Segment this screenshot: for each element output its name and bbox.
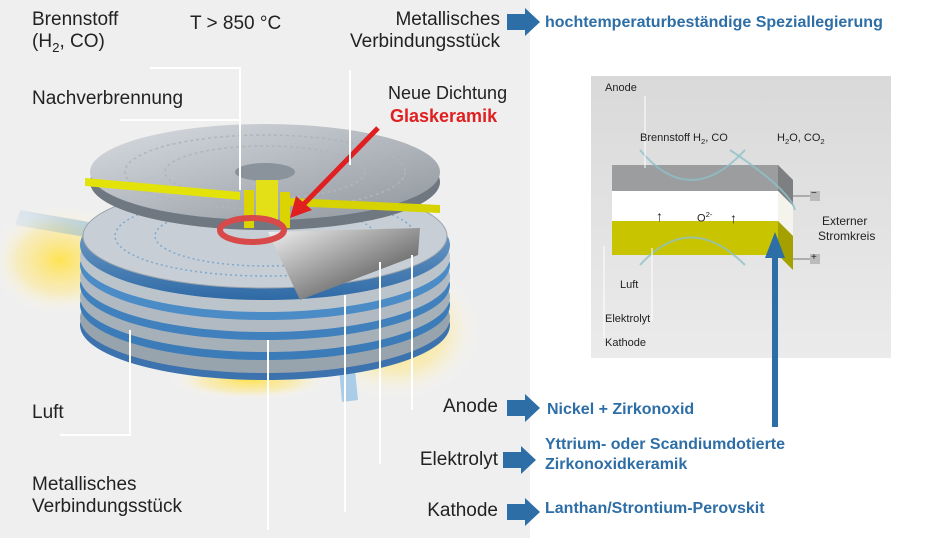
material-anode: Nickel + Zirkonoxid (547, 401, 695, 418)
inset-arrow-right: ↑ (730, 210, 737, 226)
fuel-beam-right (290, 198, 440, 213)
seal-pointer-line (298, 126, 380, 210)
inset-label-fuel: Brennstoff H2, CO (640, 132, 728, 146)
material-electrolyte-line1: Yttrium- oder Scandiumdotierte (545, 436, 786, 453)
material-cathode: Lanthan/Strontium-Perovskit (545, 500, 765, 517)
inset-electrolyte-layer (612, 191, 778, 221)
cutaway-wedge (268, 228, 420, 300)
plate-center-hole (235, 163, 295, 181)
leader-afterburning (120, 119, 241, 180)
label-air: Luft (32, 402, 64, 423)
inset-air-flow (639, 236, 746, 266)
label-fuel: Brennstoff (H2, CO) (32, 9, 118, 59)
label-fuel-sub: 2 (52, 39, 60, 55)
inset-arrow-left: ↑ (656, 208, 663, 224)
label-afterburning: Nachverbrennung (32, 88, 184, 109)
inset-label-oxygen-ion: O2- (697, 210, 712, 225)
inset-plus-sign: + (811, 252, 817, 263)
label-interconnect-bottom-line1: Metallisches (32, 474, 137, 495)
inset-fuel-pre: Brennstoff H (640, 132, 701, 144)
arrow-electrolyte[interactable] (503, 446, 536, 474)
label-cathode: Kathode (427, 500, 498, 521)
label-glass-ceramic: Glaskeramik (390, 106, 498, 126)
label-temperature: T > 850 °C (190, 13, 282, 34)
inset-fuel-flow (639, 149, 746, 181)
fuel-pillar (244, 190, 254, 228)
glass-ceramic-seal-ring (217, 215, 287, 245)
inset-fuel-post: , CO (705, 132, 728, 144)
inset-label-exhaust: H2O, CO2 (777, 132, 825, 146)
inset-minus-sign: − (811, 188, 817, 199)
label-seal: Neue Dichtung (388, 83, 508, 103)
label-interconnect-top-line1: Metallisches (395, 9, 500, 30)
leader-lines (60, 67, 413, 530)
material-electrolyte-line2: Zirkonoxidkeramik (545, 456, 688, 473)
label-interconnect-top: Metallisches Verbindungsstück (310, 9, 500, 53)
label-fuel-post: , CO) (59, 31, 105, 52)
inset-label-electrolyte: Elektrolyt (605, 313, 651, 325)
label-electrolyte: Elektrolyt (419, 449, 498, 470)
leader-air (60, 330, 131, 436)
inset-exhaust-pre: H (777, 132, 785, 144)
label-fuel-pre: (H (32, 31, 53, 52)
arrow-external-circuit-shaft (772, 255, 778, 427)
inset-anode-side (778, 165, 793, 206)
seal-pointer-arrowhead (290, 196, 312, 218)
material-electrolyte: Yttrium- oder Scandiumdotierte Zirkonoxi… (545, 435, 785, 475)
arrow-anode[interactable] (507, 394, 540, 422)
inset-terminal-minus (810, 191, 820, 201)
inset-label-external-1: Externer (822, 214, 868, 228)
inset-label-air: Luft (620, 279, 639, 291)
inset-exhaust-flow (729, 149, 796, 211)
inset-oxygen-sup: 2- (705, 210, 713, 219)
inset-exhaust-sub1: 2 (784, 137, 790, 147)
inset-fuel-sub: 2 (700, 137, 706, 147)
inset-exhaust-mid: O, CO (789, 132, 821, 144)
inset-label-anode: Anode (605, 82, 637, 94)
label-fuel-line2: (H2, CO) (32, 31, 118, 59)
label-anode: Anode (443, 396, 498, 417)
inset-cell-diagram (591, 76, 891, 358)
inset-oxygen-o: O (697, 212, 706, 225)
fuel-beam-left (85, 178, 240, 200)
inset-exhaust-sub2: 2 (820, 137, 825, 147)
arrow-cathode[interactable] (507, 498, 540, 526)
inset-label-cathode: Kathode (605, 337, 646, 349)
inset-terminal-plus (810, 254, 820, 264)
arrow-interconnect[interactable] (507, 8, 540, 36)
fuel-pillar (280, 192, 290, 228)
label-fuel-line1: Brennstoff (32, 9, 119, 30)
label-interconnect-bottom-line2: Verbindungsstück (32, 496, 182, 517)
arrow-external-circuit-head (765, 232, 785, 258)
material-interconnect: hochtemperaturbeständige Speziallegierun… (545, 14, 883, 31)
label-interconnect-bottom: Metallisches Verbindungsstück (32, 474, 182, 518)
plate-ribs (164, 145, 366, 199)
inset-anode-layer (612, 165, 778, 191)
fuel-manifold (256, 180, 278, 220)
label-interconnect-top-line2: Verbindungsstück (350, 31, 500, 52)
inset-label-external-2: Stromkreis (818, 229, 876, 243)
